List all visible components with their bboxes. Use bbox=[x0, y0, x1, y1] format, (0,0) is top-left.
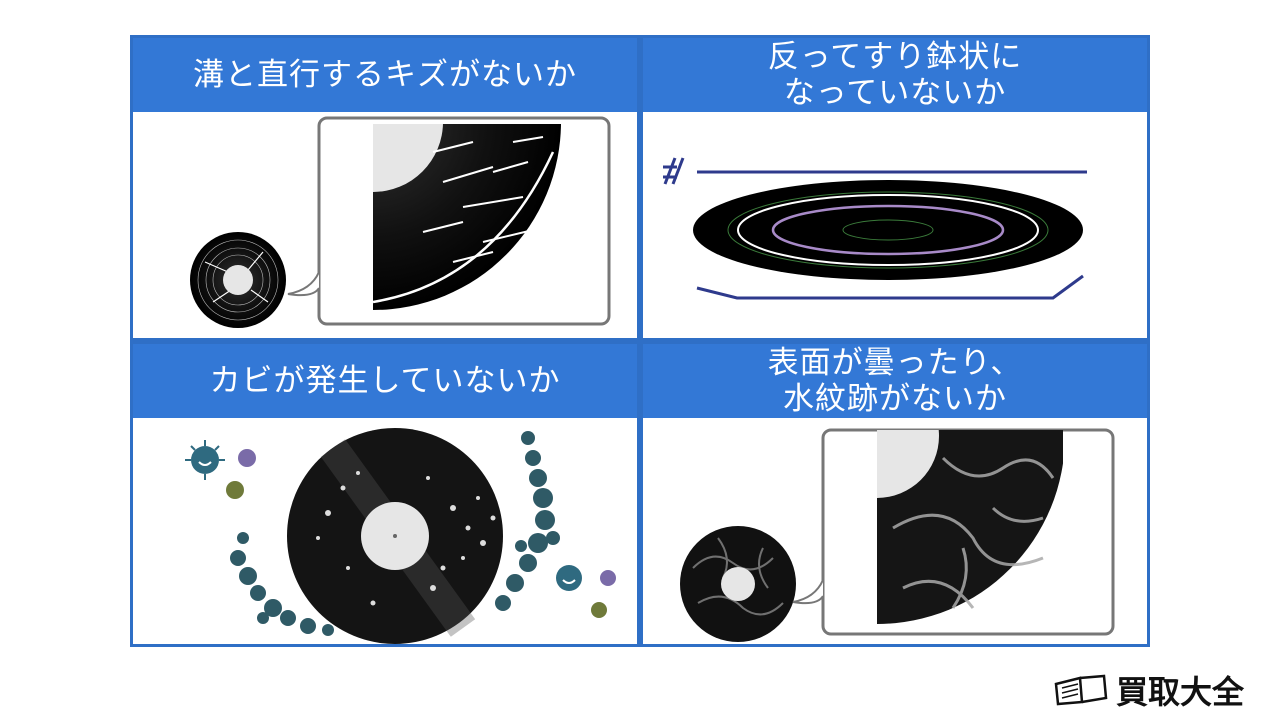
small-record-icon bbox=[190, 232, 286, 328]
zoom-bubble bbox=[287, 116, 611, 326]
panel-title: カビが発生していないか bbox=[209, 363, 561, 399]
panel-header: カビが発生していないか bbox=[133, 344, 637, 418]
panel-mold: カビが発生していないか bbox=[130, 341, 640, 647]
panel-illustration bbox=[133, 418, 637, 644]
zoom-bubble bbox=[792, 428, 1115, 636]
brand-logo: 買取大全 bbox=[1052, 668, 1244, 712]
panel-illustration bbox=[643, 418, 1147, 644]
panel-illustration bbox=[133, 112, 637, 338]
panel-water-stain: 表面が曇ったり、 水紋跡がないか bbox=[640, 341, 1150, 647]
panel-header: 反ってすり鉢状に なっていないか bbox=[643, 38, 1147, 112]
panel-header: 溝と直行するキズがないか bbox=[133, 38, 637, 112]
panel-illustration bbox=[643, 112, 1147, 338]
panel-title: 表面が曇ったり、 水紋跡がないか bbox=[767, 345, 1023, 417]
comparison-grid: 溝と直行するキズがないか bbox=[130, 35, 1150, 647]
panel-scratches: 溝と直行するキズがないか bbox=[130, 35, 640, 341]
moldy-record-icon bbox=[287, 428, 503, 644]
mold-spores bbox=[230, 431, 560, 636]
warped-record-icon bbox=[693, 180, 1083, 280]
panel-header: 表面が曇ったり、 水紋跡がないか bbox=[643, 344, 1147, 418]
warp-curve-line bbox=[696, 274, 1084, 300]
panel-title: 溝と直行するキズがないか bbox=[193, 57, 577, 93]
not-equal-icon bbox=[663, 157, 685, 185]
open-book-icon bbox=[1054, 674, 1108, 706]
panel-title: 反ってすり鉢状に なっていないか bbox=[767, 39, 1023, 111]
brand-name: 買取大全 bbox=[1116, 673, 1245, 711]
germ-icon bbox=[185, 440, 616, 618]
panel-warp: 反ってすり鉢状に なっていないか bbox=[640, 35, 1150, 341]
small-record-icon bbox=[680, 526, 796, 642]
